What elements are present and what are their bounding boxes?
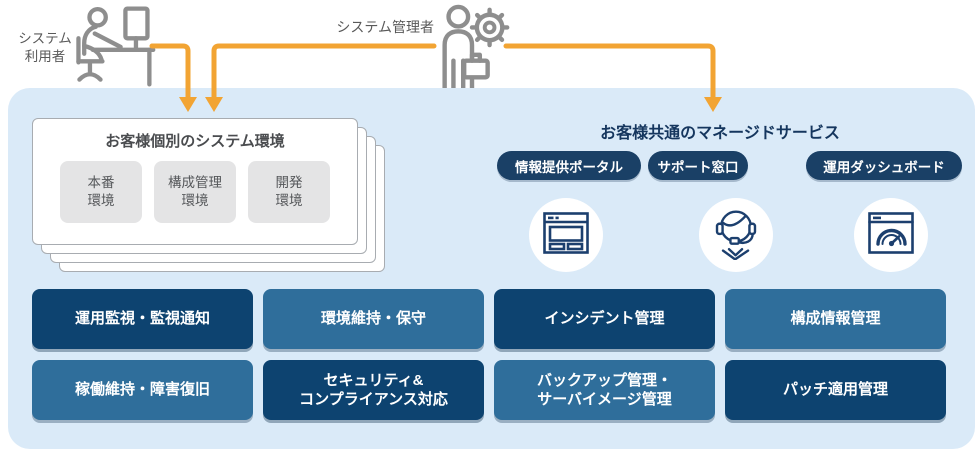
svc-btn-security-compliance[interactable]: セキュリティ& コンプライアンス対応 <box>263 360 484 420</box>
env-box-config-mgmt: 構成管理 環境 <box>154 161 236 223</box>
env-box-row: 本番 環境 構成管理 環境 開発 環境 <box>33 161 357 223</box>
pill-ops-dashboard[interactable]: 運用ダッシュボード <box>806 151 962 180</box>
admin-with-gear-icon <box>434 4 510 95</box>
managed-services-title: お客様共通のマネージドサービス <box>600 125 840 142</box>
dashboard-gauge-icon <box>868 211 914 259</box>
pill-support-desk[interactable]: サポート窓口 <box>648 151 748 180</box>
portal-window-icon <box>543 211 589 259</box>
support-channel-circle <box>699 198 773 272</box>
system-admin-label: システム管理者 <box>336 19 434 35</box>
dashboard-channel-circle <box>854 198 928 272</box>
env-box-production: 本番 環境 <box>60 161 142 223</box>
svc-btn-env-maintenance[interactable]: 環境維持・保守 <box>263 289 484 349</box>
system-user-label: システム 利用者 <box>18 31 72 65</box>
svc-btn-backup-image-mgmt[interactable]: バックアップ管理・ サーバイメージ管理 <box>494 360 715 420</box>
user-at-desk-icon <box>66 5 158 92</box>
svc-btn-ops-monitoring[interactable]: 運用監視・監視通知 <box>32 289 253 349</box>
customer-env-card: お客様個別のシステム環境 本番 環境 構成管理 環境 開発 環境 <box>32 118 358 245</box>
svc-btn-uptime-recovery[interactable]: 稼働維持・障害復旧 <box>32 360 253 420</box>
pill-info-portal[interactable]: 情報提供ポータル <box>497 151 641 180</box>
svc-btn-patch-mgmt[interactable]: パッチ適用管理 <box>725 360 946 420</box>
svc-btn-incident-mgmt[interactable]: インシデント管理 <box>494 289 715 349</box>
support-agent-icon <box>711 206 761 265</box>
customer-env-title: お客様個別のシステム環境 <box>105 133 285 150</box>
svc-btn-config-info-mgmt[interactable]: 構成情報管理 <box>725 289 946 349</box>
portal-channel-circle <box>529 198 603 272</box>
env-box-development: 開発 環境 <box>248 161 330 223</box>
